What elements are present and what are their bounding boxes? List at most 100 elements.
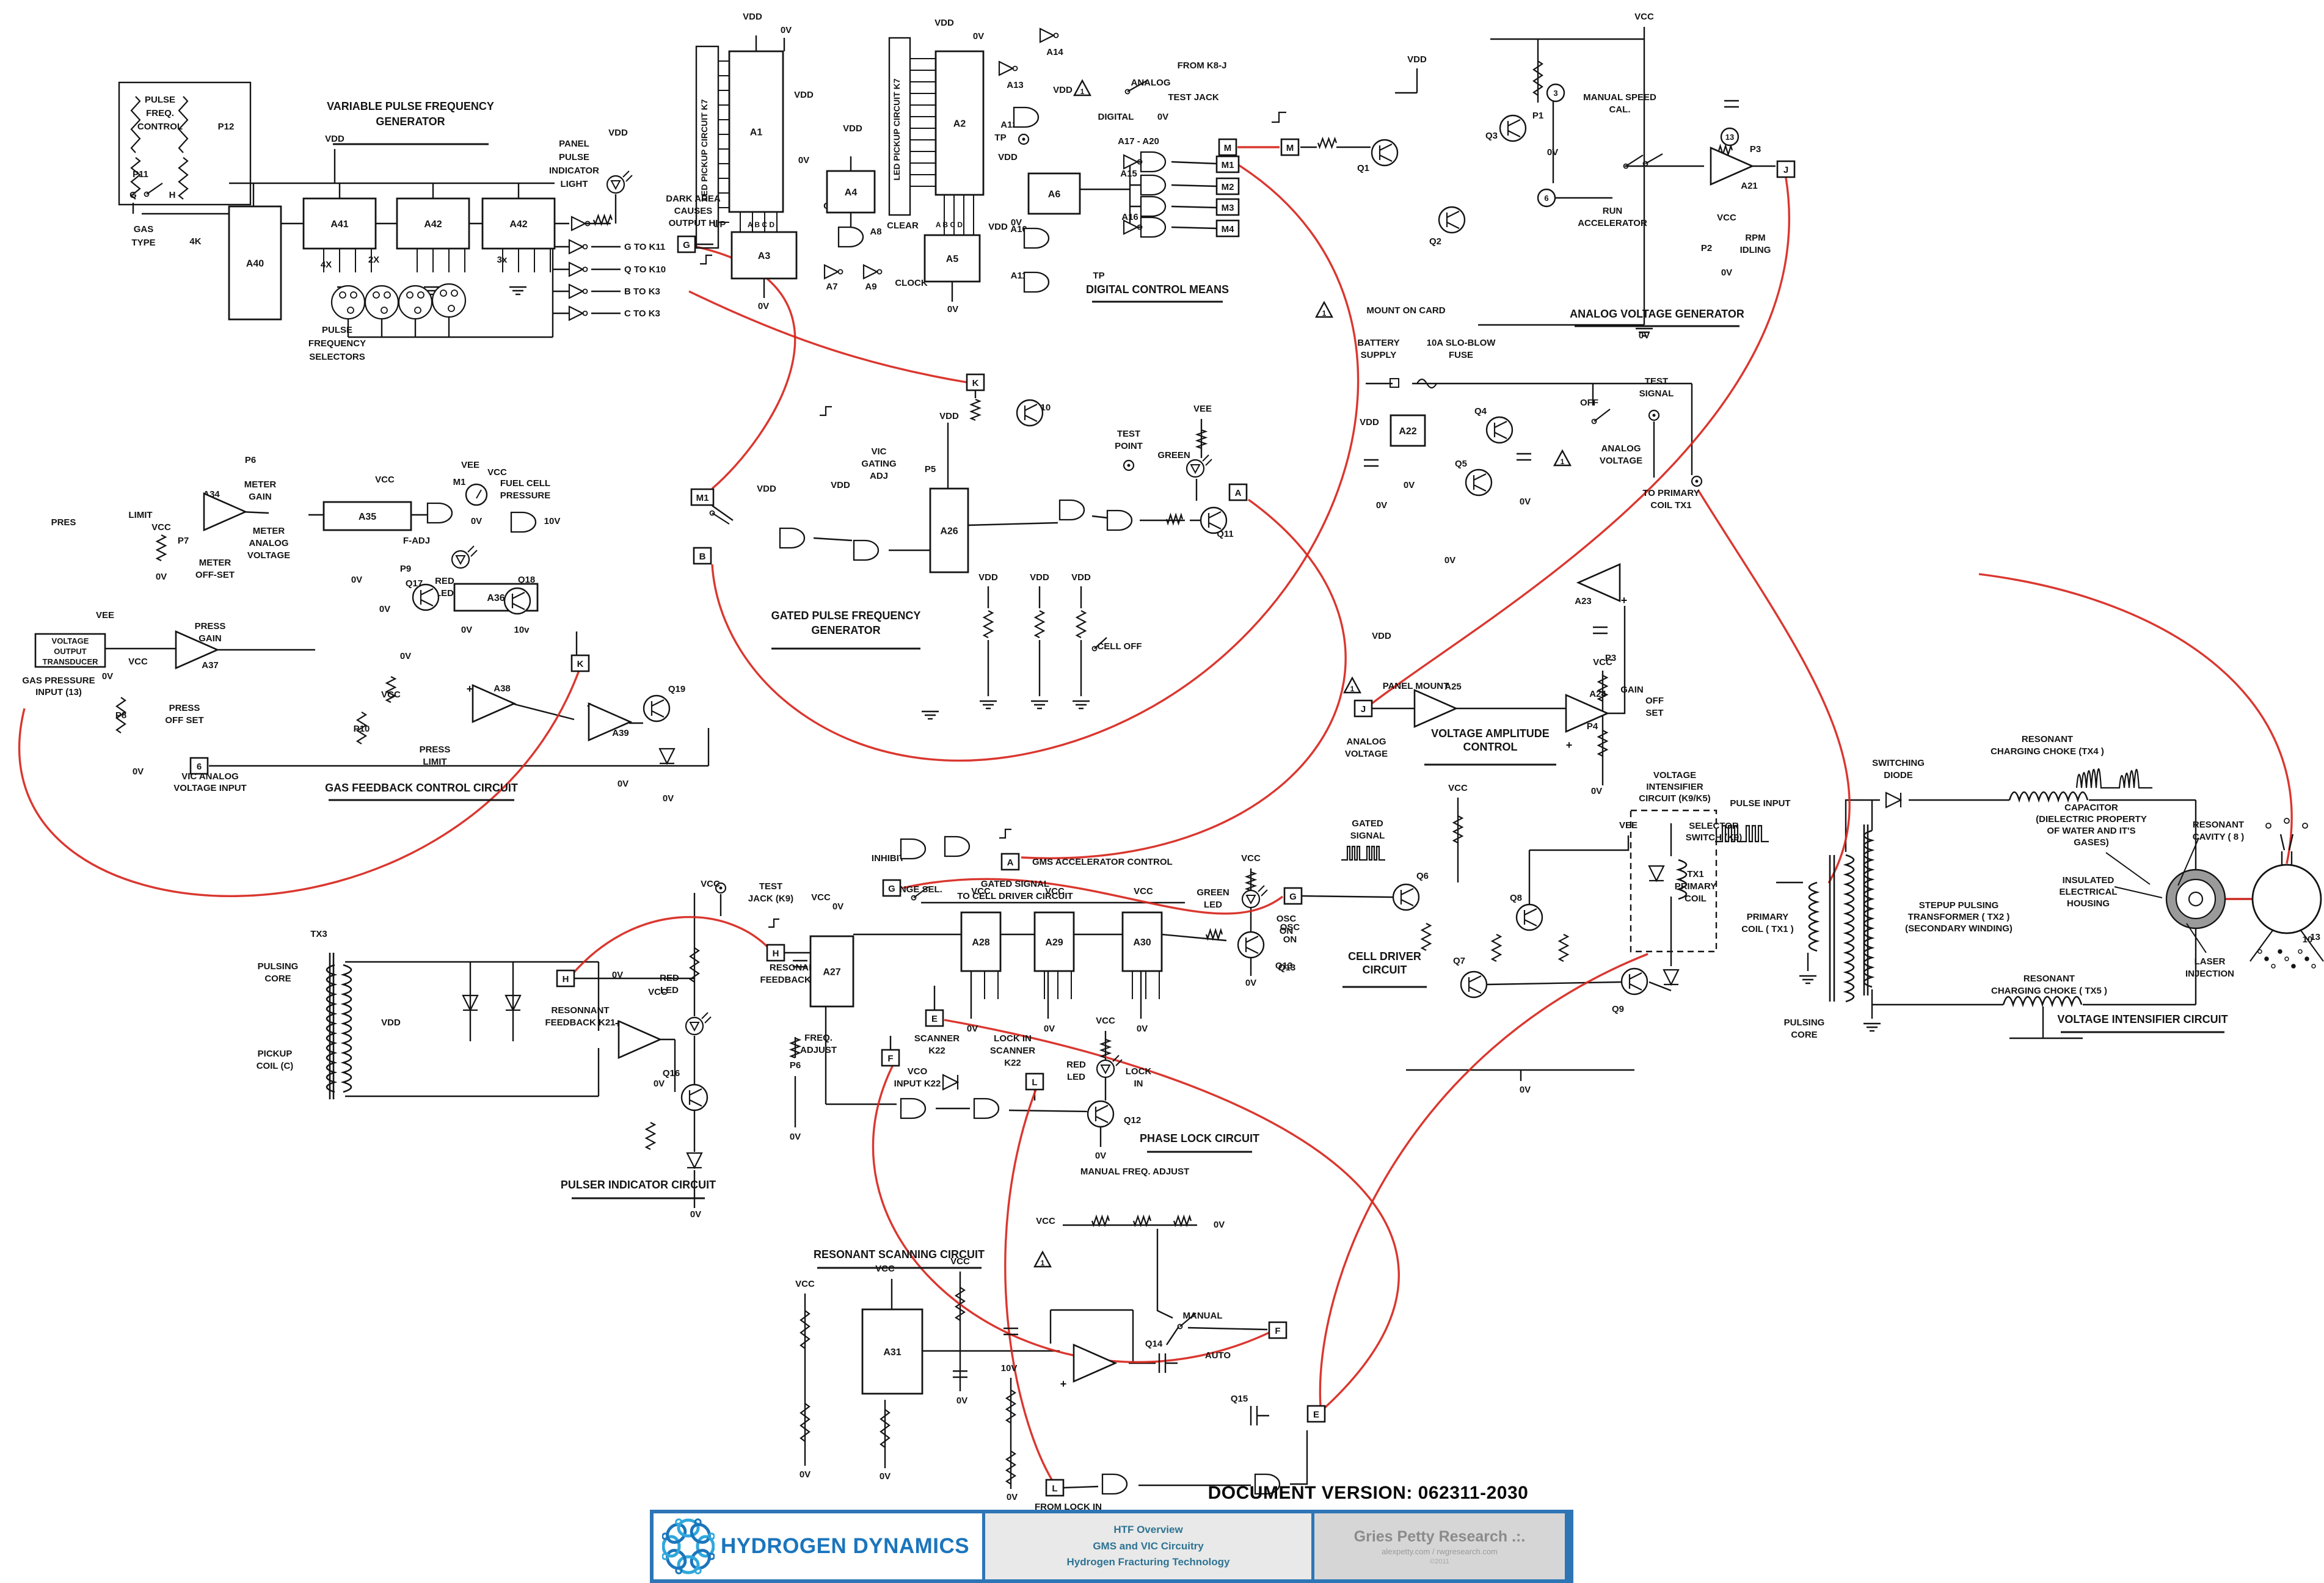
label: Q13 bbox=[1278, 963, 1295, 973]
selector-switch-icon[interactable] bbox=[398, 285, 433, 320]
ic-label-A30: A30 bbox=[1133, 937, 1151, 948]
switch-icon[interactable] bbox=[146, 183, 163, 195]
label: VDD bbox=[978, 572, 998, 583]
label: INHIBIT bbox=[872, 853, 905, 864]
diode bbox=[942, 1074, 960, 1091]
logo-bubble bbox=[690, 1523, 711, 1544]
label: TP bbox=[994, 133, 1006, 143]
switch-icon[interactable] bbox=[1127, 80, 1148, 92]
ic-label-A1: A1 bbox=[750, 128, 763, 138]
switch-icon[interactable] bbox=[1179, 1312, 1197, 1327]
selector-switch-icon[interactable] bbox=[431, 283, 467, 318]
switch-icon[interactable] bbox=[913, 886, 929, 898]
label: 0V bbox=[663, 793, 674, 804]
selector-switch-icon[interactable] bbox=[330, 285, 366, 320]
switch-icon[interactable] bbox=[1594, 409, 1611, 422]
selector-pin bbox=[381, 307, 388, 314]
port-F bbox=[1268, 1321, 1288, 1339]
label: VCC bbox=[971, 886, 991, 897]
inverter-bubble bbox=[1137, 159, 1143, 165]
highlight-wire bbox=[696, 246, 796, 490]
label: 0V bbox=[351, 575, 362, 585]
logic-gate-icon bbox=[900, 838, 927, 860]
label: VDD bbox=[939, 411, 959, 421]
ic-label-A41: A41 bbox=[330, 219, 348, 230]
logic-gate-icon bbox=[1013, 106, 1040, 128]
label: 0V bbox=[1095, 1151, 1106, 1161]
label: Q7 bbox=[1453, 956, 1465, 966]
opamp-A38 bbox=[472, 684, 517, 723]
label: Q13 bbox=[1275, 961, 1292, 971]
spray-dot bbox=[2311, 964, 2316, 969]
port-6 bbox=[189, 757, 209, 775]
selector-switch-icon[interactable] bbox=[364, 285, 399, 320]
switch-icon[interactable] bbox=[1645, 153, 1663, 164]
resistor bbox=[644, 1122, 657, 1150]
outline-box bbox=[695, 45, 719, 249]
label: TEST JACK bbox=[1168, 92, 1219, 103]
switch-icon[interactable] bbox=[712, 512, 730, 525]
label: 0V bbox=[1591, 786, 1602, 796]
footer-bar: HYDROGEN DYNAMICS HTF Overview GMS and V… bbox=[650, 1510, 1573, 1583]
switch-icon[interactable] bbox=[1094, 637, 1107, 649]
label: VCC bbox=[875, 1264, 895, 1274]
logic-gate-icon bbox=[973, 1097, 1000, 1119]
footer-doc-cell: HTF Overview GMS and VIC Circuitry Hydro… bbox=[985, 1513, 1311, 1579]
label: OFF bbox=[1580, 398, 1598, 408]
label: A B C D bbox=[936, 220, 963, 229]
warning-triangle-icon bbox=[1073, 79, 1092, 96]
logic-gate-icon bbox=[1101, 1473, 1128, 1495]
inverter-bubble bbox=[1137, 224, 1143, 230]
label: MANUAL FREQ. ADJUST bbox=[1080, 1166, 1189, 1177]
ic-A35 bbox=[322, 501, 412, 531]
resistor bbox=[155, 534, 167, 561]
label: 0V bbox=[1547, 147, 1558, 158]
warning-number: 1 bbox=[1350, 685, 1355, 693]
section-title: PHASE LOCK CIRCUIT bbox=[1140, 1132, 1259, 1144]
label: VDD bbox=[843, 123, 862, 134]
waveform-icon bbox=[1715, 824, 1769, 843]
selector-pin bbox=[414, 307, 421, 314]
battery-terminal bbox=[1390, 378, 1399, 388]
label: GMS ACCELERATOR CONTROL bbox=[1032, 857, 1173, 867]
warning-triangle-icon bbox=[1553, 449, 1572, 467]
resistor bbox=[689, 947, 700, 983]
logo-bubble bbox=[662, 1535, 681, 1558]
logo-dot bbox=[662, 1532, 669, 1540]
port-E bbox=[1306, 1405, 1326, 1423]
port-label-M3: M3 bbox=[1222, 203, 1234, 213]
label: 0V bbox=[758, 301, 769, 311]
label: DIGITAL bbox=[1098, 112, 1134, 122]
label: VDD bbox=[325, 134, 344, 144]
transistor-Q8 bbox=[1515, 903, 1543, 931]
label: VDD bbox=[757, 484, 776, 494]
ic-A40 bbox=[228, 205, 282, 321]
switch-icon[interactable] bbox=[1625, 155, 1644, 167]
transistor-sym bbox=[1095, 1105, 1109, 1123]
led-sym bbox=[689, 1012, 712, 1032]
label: A37 bbox=[202, 660, 219, 671]
transistor-sym bbox=[1507, 119, 1521, 137]
label: 0V bbox=[967, 1024, 978, 1034]
ic-A31 bbox=[861, 1308, 923, 1395]
warning-number: 1 bbox=[1041, 1259, 1045, 1267]
org-links: alexpetty.com / rwgresearch.com bbox=[1382, 1546, 1498, 1556]
test-point-icon bbox=[715, 882, 727, 894]
port-M4 bbox=[1215, 219, 1240, 238]
gas-pressure-sensor-icon bbox=[2251, 864, 2322, 934]
port-M1 bbox=[690, 488, 715, 506]
label: 0V bbox=[1444, 555, 1455, 566]
wire bbox=[712, 505, 734, 521]
label: P8 bbox=[115, 710, 126, 721]
resistor bbox=[1033, 610, 1046, 638]
highlight-wire bbox=[18, 670, 580, 897]
